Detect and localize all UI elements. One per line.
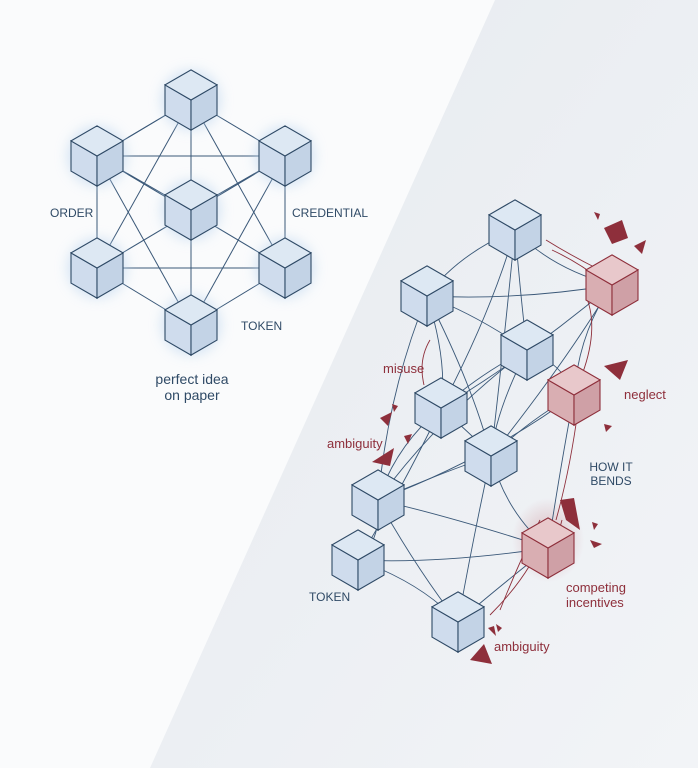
- shard: [604, 360, 628, 380]
- shard: [594, 212, 600, 220]
- cube-credential-upper: [257, 125, 313, 188]
- cube-top: [163, 69, 219, 132]
- how-it-bends-line-1: HOW IT: [589, 460, 633, 474]
- label-neglect: neglect: [624, 387, 666, 402]
- label-order: ORDER: [50, 206, 94, 220]
- shard: [604, 220, 628, 244]
- cube-credential-lower: [257, 237, 313, 300]
- stress-strand: [421, 339, 431, 386]
- bent-cube-bottom: [430, 591, 486, 654]
- shard: [372, 448, 394, 466]
- shard: [590, 540, 602, 548]
- caption-perfect-idea: perfect idea on paper: [140, 371, 244, 403]
- bent-cube-center-lower: [463, 425, 519, 488]
- competing-line-2: incentives: [566, 594, 624, 610]
- competing-line-1: competing: [566, 580, 626, 595]
- bent-cube-top: [487, 199, 543, 262]
- shard: [380, 412, 392, 426]
- broken-shards: [372, 212, 646, 664]
- label-how-it-bends: HOW IT BENDS: [586, 460, 636, 489]
- shard: [592, 522, 598, 530]
- shard: [488, 626, 496, 636]
- shard: [392, 404, 398, 412]
- label-misuse: misuse: [383, 361, 425, 376]
- red-cube-neglect: [546, 364, 602, 427]
- bent-cube-center-upper: [499, 319, 555, 382]
- label-ambiguity-upper: ambiguity: [327, 436, 383, 451]
- cube-order-upper: [69, 125, 125, 188]
- bent-cube-upper-left: [399, 265, 455, 328]
- stress-strand: [489, 564, 531, 616]
- cube-center: [163, 179, 219, 242]
- shard: [470, 644, 492, 664]
- shard: [404, 434, 412, 444]
- caption-line-1: perfect idea: [155, 371, 229, 387]
- label-credential: CREDENTIAL: [292, 206, 369, 220]
- shard: [496, 624, 502, 632]
- shard: [604, 424, 612, 432]
- red-cube-upper: [584, 254, 640, 317]
- label-token-left: TOKEN: [241, 319, 283, 333]
- shard: [634, 240, 646, 254]
- bent-cube-mid-left: [413, 377, 469, 440]
- bent-lattice-cubes: [330, 199, 640, 654]
- perfect-lattice-cubes: [69, 69, 313, 357]
- label-competing-incentives: competing incentives: [566, 580, 626, 611]
- bent-cube-token: [330, 529, 386, 592]
- red-cube-competing: [520, 517, 576, 580]
- bent-cube-left: [350, 469, 406, 532]
- label-token-right: TOKEN: [309, 590, 351, 604]
- how-it-bends-line-2: BENDS: [590, 473, 632, 488]
- cube-token: [163, 294, 219, 357]
- caption-line-2: on paper: [164, 387, 220, 404]
- shard: [560, 498, 580, 530]
- label-ambiguity-lower: ambiguity: [494, 639, 550, 654]
- cube-order-lower: [69, 237, 125, 300]
